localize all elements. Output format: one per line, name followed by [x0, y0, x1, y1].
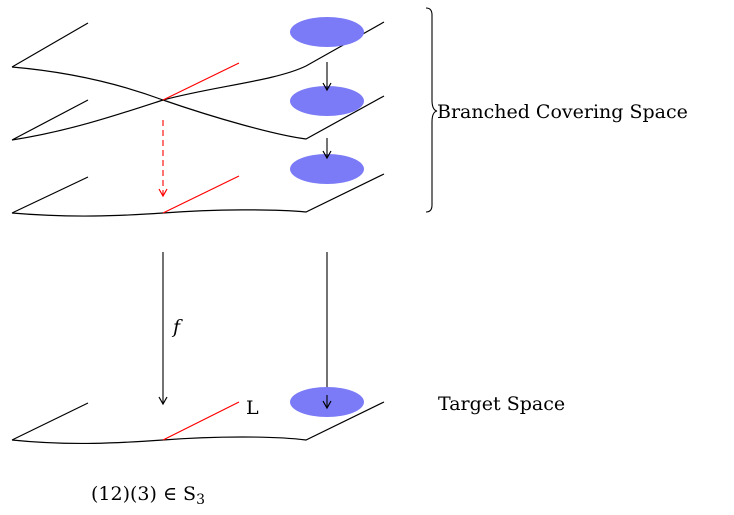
permutation-subscript: 3 — [196, 492, 205, 508]
permutation-label: (12)(3) ∈ S3 — [91, 483, 205, 508]
map-f-label: f — [171, 316, 183, 338]
permutation-base: (12)(3) ∈ S — [91, 483, 196, 505]
disk-middle — [290, 86, 364, 116]
target-branch-line — [162, 401, 240, 441]
line-l-label: L — [246, 397, 259, 419]
curly-brace — [425, 7, 438, 213]
disk-bottom — [290, 154, 364, 184]
branch-line-upper — [162, 62, 240, 101]
disk-top — [290, 17, 364, 47]
target-space-label: Target Space — [438, 393, 565, 415]
branched-covering-space-label: Branched Covering Space — [437, 101, 688, 123]
branch-line-lower — [162, 175, 240, 214]
